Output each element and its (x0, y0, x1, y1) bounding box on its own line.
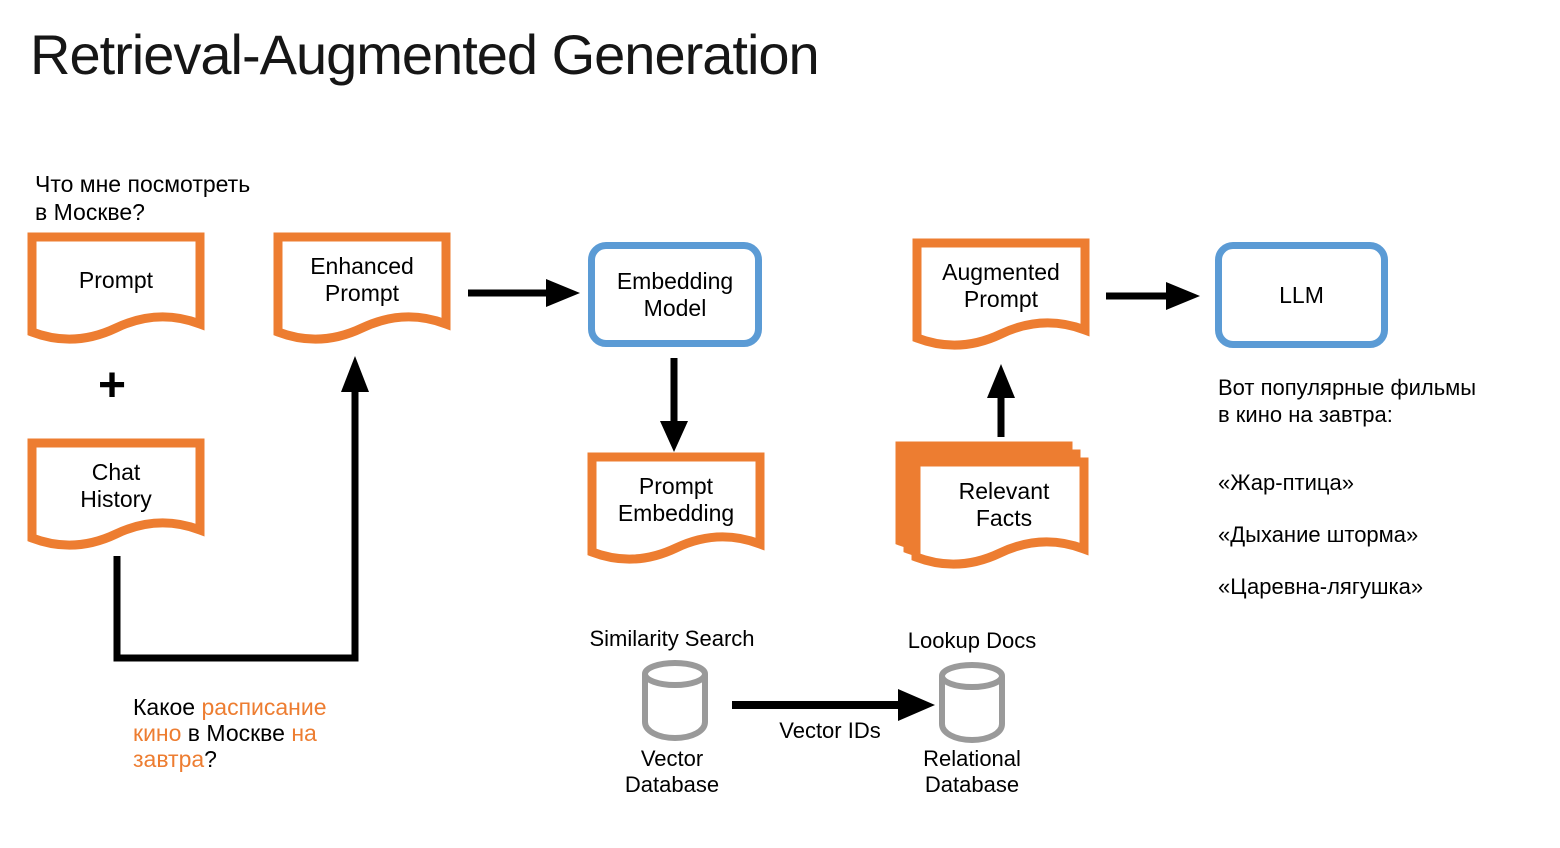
enhanced-prompt-node-label: Enhanced Prompt (310, 253, 414, 306)
vector-database-node (640, 660, 710, 742)
chat-history-node-label: Chat History (80, 459, 152, 512)
database-cylinder-icon (642, 660, 708, 742)
enhanced-query-text: Какое расписание кино в Москве на завтра… (133, 694, 327, 772)
lookup-docs-label: Lookup Docs (907, 628, 1037, 653)
movie-item: «Жар-птица» (1218, 470, 1354, 495)
arrow-enhanced-to-embedding (468, 279, 580, 307)
database-cylinder-icon (939, 662, 1005, 744)
prompt-embedding-node-label: Prompt Embedding (617, 473, 735, 526)
augmented-prompt-node: Augmented Prompt (912, 238, 1090, 360)
vector-database-label: Vector Database (624, 746, 720, 797)
document-shape-icon (27, 438, 205, 550)
llm-response-text: Вот популярные фильмы в кино на завтра: … (1218, 374, 1476, 626)
prompt-embedding-node: Prompt Embedding (587, 452, 765, 574)
relational-database-node (937, 662, 1007, 744)
llm-response-movie-list: «Жар-птица» «Дыхание шторма» «Царевна-ля… (1218, 444, 1476, 626)
stacked-documents-icon (895, 441, 1089, 569)
similarity-search-label: Similarity Search (589, 626, 755, 651)
movie-item: «Дыхание шторма» (1218, 522, 1419, 547)
relevant-facts-node-label: Relevant Facts (958, 478, 1050, 531)
embedding-model-node: Embedding Model (588, 242, 762, 347)
augmented-prompt-node-label: Augmented Prompt (942, 259, 1060, 312)
plus-sign: + (98, 359, 127, 412)
movie-item: «Царевна-лягушка» (1218, 574, 1424, 599)
relevant-facts-node: Relevant Facts (895, 441, 1095, 579)
document-shape-icon (27, 232, 205, 344)
llm-response-intro: Вот популярные фильмы в кино на завтра: (1218, 375, 1477, 427)
user-query-text: Что мне посмотреть в Москве? (35, 171, 251, 225)
llm-node: LLM (1215, 242, 1388, 348)
arrow-facts-to-augmented (987, 364, 1015, 437)
prompt-node: Prompt (27, 232, 205, 354)
relational-database-label: Relational Database (923, 746, 1021, 797)
vector-ids-label: Vector IDs (779, 718, 881, 743)
enhanced-prompt-node: Enhanced Prompt (273, 232, 451, 354)
slide-title: Retrieval-Augmented Generation (30, 23, 820, 86)
arrow-augmented-to-llm (1106, 282, 1200, 310)
document-shape-icon (587, 452, 765, 564)
prompt-node-label: Prompt (78, 266, 154, 293)
arrow-embedding-to-prompt-embedding (660, 358, 688, 452)
connector-chat-to-enhanced (113, 356, 369, 662)
document-shape-icon (273, 232, 451, 344)
chat-history-node: Chat History (27, 438, 205, 560)
arrow-vector-to-relational (732, 689, 935, 721)
document-shape-icon (912, 238, 1090, 350)
